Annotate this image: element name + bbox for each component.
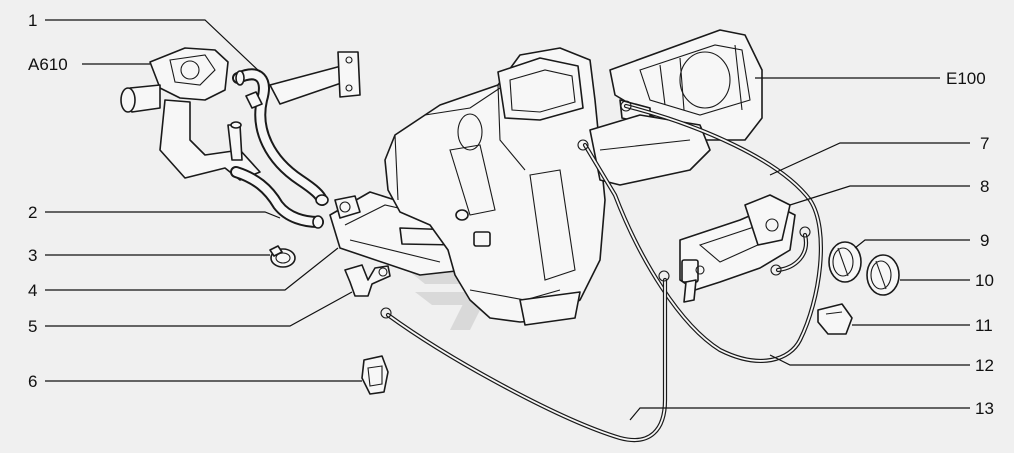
callout-2: 2: [28, 203, 37, 222]
callout-8: 8: [980, 177, 989, 196]
hose-clamp-small: [245, 91, 263, 109]
callout-6: 6: [28, 372, 37, 391]
knob-fan-speed: [866, 254, 900, 296]
control-cable-12: [770, 226, 811, 276]
control-cable-7: [577, 100, 824, 363]
air-duct: [589, 114, 711, 186]
callout-5: 5: [28, 317, 37, 336]
thermostat-housing: [120, 47, 261, 181]
bracket-pipe: [269, 51, 361, 105]
callout-9: 9: [980, 231, 989, 250]
control-cable-13: [380, 270, 670, 443]
callout-a610: A610: [28, 55, 68, 74]
retaining-clip: [361, 355, 389, 395]
callout-7: 7: [980, 134, 989, 153]
heater-housing: [384, 47, 606, 326]
flap-lever: [344, 264, 391, 297]
leader-lines: [45, 19, 970, 421]
callout-13: 13: [975, 399, 994, 418]
callout-labels: 1 A610 2 3 4 5 6 E100 7 8 9 10 11 12 13: [28, 11, 994, 418]
callout-1: 1: [28, 11, 37, 30]
callout-11: 11: [975, 316, 993, 335]
hose-lower: [230, 166, 324, 229]
hose-upper: [232, 68, 329, 206]
callout-4: 4: [28, 281, 37, 300]
knob-air-distribution: [817, 303, 853, 335]
callout-10: 10: [975, 271, 994, 290]
hose-clamp: [269, 245, 296, 268]
callout-e100: E100: [946, 69, 986, 88]
knob-temperature: [828, 241, 862, 283]
callout-3: 3: [28, 246, 37, 265]
heater-control-unit: [679, 194, 796, 303]
callout-12: 12: [975, 356, 994, 375]
